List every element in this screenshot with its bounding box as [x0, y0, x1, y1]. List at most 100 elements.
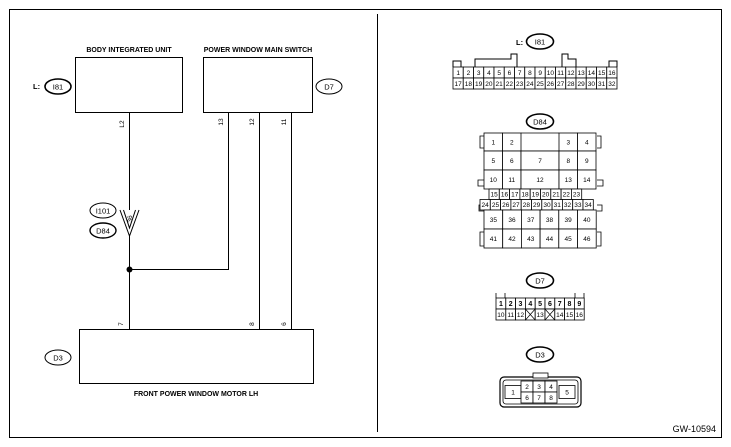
connector-pin-label: 10	[497, 312, 505, 319]
connector-pin-label: 42	[508, 236, 516, 243]
d84-housing-tabs	[477, 135, 604, 247]
connector-pin-label: 8	[528, 70, 532, 77]
body-integrated-unit-box	[75, 57, 183, 113]
connector-pin-label: 4	[528, 301, 532, 308]
wire-label-12: 12	[249, 118, 256, 126]
body-integrated-unit-prefix: L:	[33, 82, 40, 91]
connector-pin-label: 11	[507, 312, 514, 319]
connector-pin-label: 17	[511, 192, 519, 199]
connector-tag-d7	[315, 78, 343, 95]
connector-pin-cell	[606, 77, 618, 90]
junction-tag-d84-label: D84	[96, 226, 110, 235]
i81-view-tag	[525, 33, 555, 50]
front-power-window-motor-box	[79, 329, 314, 384]
connector-pin-label: 9	[577, 301, 581, 308]
connector-pin-label: 29	[578, 81, 586, 88]
connector-tag-i81	[44, 78, 72, 95]
connector-pin-label: 17	[455, 81, 463, 88]
junction-pin-label: 36	[127, 215, 134, 223]
d84-view-tag-label: D84	[533, 117, 547, 126]
connector-pin-label: 31	[554, 202, 562, 209]
connector-pin-label: 16	[608, 70, 616, 77]
connector-pin-label: 4	[585, 139, 589, 146]
connector-pin-label: 21	[552, 192, 560, 199]
diagram-code: GW-10594	[673, 424, 716, 434]
connector-pin-label: 44	[546, 236, 554, 243]
connector-pin-label: 7	[538, 158, 542, 165]
connector-pin-label: 16	[576, 312, 584, 319]
connector-pin-cell	[574, 308, 585, 321]
connector-pin-label: 5	[565, 389, 569, 396]
connector-pin-label: 25	[492, 202, 500, 209]
wire-label-13: 13	[218, 118, 225, 126]
connector-pin-label: 2	[509, 301, 513, 308]
connector-pin-label: 46	[583, 236, 591, 243]
connector-blank-cross	[544, 308, 556, 321]
connector-pin-label: 4	[487, 70, 491, 77]
connector-pin-label: 23	[573, 192, 581, 199]
d3-housing-inner	[502, 379, 579, 405]
connector-pin-label: 43	[527, 236, 535, 243]
connector-pin-label: 15	[491, 192, 499, 199]
d84-view-tag	[525, 113, 555, 130]
connector-pin-label: 41	[490, 236, 498, 243]
connector-pin-label: 9	[538, 70, 542, 77]
junction-arrow-inner	[123, 209, 136, 230]
connector-pin-cell	[558, 385, 576, 399]
connector-pin-cell	[544, 391, 558, 404]
connector-pin-label: 12	[567, 70, 575, 77]
connector-pin-label: 40	[583, 217, 591, 224]
connector-pin-label: 14	[556, 312, 564, 319]
diagram-frame	[9, 9, 722, 438]
connector-pin-label: 24	[526, 81, 534, 88]
connector-pin-label: 18	[521, 192, 529, 199]
junction-arrow-outer	[119, 209, 140, 238]
connector-pin-label: 5	[538, 301, 542, 308]
connector-pin-label: 2	[467, 70, 471, 77]
connector-pin-label: 2	[525, 384, 529, 391]
connector-pin-label: 14	[583, 177, 591, 184]
wire-label-11: 11	[281, 118, 288, 125]
connector-pin-label: 30	[543, 202, 551, 209]
d3-view-tag-label: D3	[535, 350, 545, 359]
connector-pin-label: 45	[565, 236, 573, 243]
connector-pin-label: 14	[588, 70, 596, 77]
connector-pin-label: 13	[578, 70, 586, 77]
connector-pin-label: 18	[465, 81, 473, 88]
connector-pin-label: 25	[537, 81, 545, 88]
connector-pin-label: 11	[508, 177, 515, 184]
connector-pin-label: 6	[548, 301, 552, 308]
connector-pin-label: 38	[546, 217, 554, 224]
wire-label-l2: L2	[119, 120, 126, 128]
connector-pin-label: 20	[485, 81, 493, 88]
connector-pin-label: 8	[568, 301, 572, 308]
connector-pin-label: 36	[508, 217, 516, 224]
i81-housing-keys	[452, 53, 618, 67]
d84-row1-gap	[521, 132, 559, 152]
connector-pin-label: 3	[537, 384, 541, 391]
connector-pin-label: 7	[558, 301, 562, 308]
connector-pin-cell	[577, 228, 597, 249]
connector-pin-label: 8	[566, 158, 570, 165]
connector-pin-label: 33	[574, 202, 582, 209]
connector-pin-label: 5	[497, 70, 501, 77]
d7-housing-keys	[495, 293, 585, 298]
connector-pin-label: 5	[491, 158, 495, 165]
connector-pin-label: 37	[527, 217, 535, 224]
connector-pin-label: 7	[518, 70, 522, 77]
junction-tag-d84	[89, 222, 117, 239]
d7-view-tag	[525, 272, 555, 289]
connector-pin-label: 12	[517, 312, 525, 319]
connector-pin-label: 22	[506, 81, 514, 88]
connector-pin-label: 10	[490, 177, 498, 184]
connector-pin-label: 1	[511, 389, 515, 396]
connector-pin-label: 19	[532, 192, 540, 199]
connector-pin-label: 27	[512, 202, 520, 209]
i81-view-tag-label: I81	[535, 37, 545, 46]
connector-tag-d3	[44, 349, 72, 366]
connector-blank-cross	[525, 308, 536, 321]
connector-pin-label: 15	[598, 70, 606, 77]
